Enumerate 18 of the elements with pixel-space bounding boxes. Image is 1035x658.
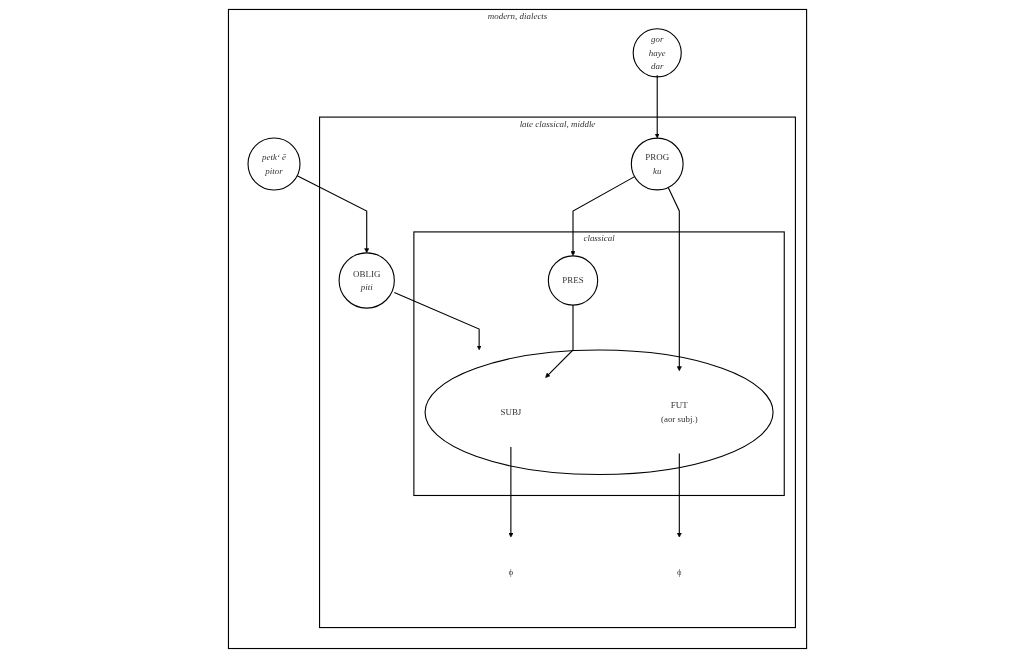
node-circle: PROG ku [630,137,684,191]
node-text: ϕ [508,566,514,577]
arrow [570,176,636,257]
node-circle: petk‘ ē pitor [247,137,301,191]
node-circle: PRES [547,255,599,306]
arrow [545,304,574,378]
cluster [424,349,774,476]
node-text: FUT (aor subj.) [660,400,698,424]
node-circle: gor haye dar [632,28,682,78]
arrow [667,186,682,372]
arrow [676,453,682,538]
arrow [393,291,482,351]
arrow [296,175,370,254]
node-text: SUBJ [500,407,522,417]
arrow [654,74,660,139]
node-circle: OBLIG piti [338,252,395,309]
arrow [508,446,514,538]
node-text: ϕ [676,566,682,577]
